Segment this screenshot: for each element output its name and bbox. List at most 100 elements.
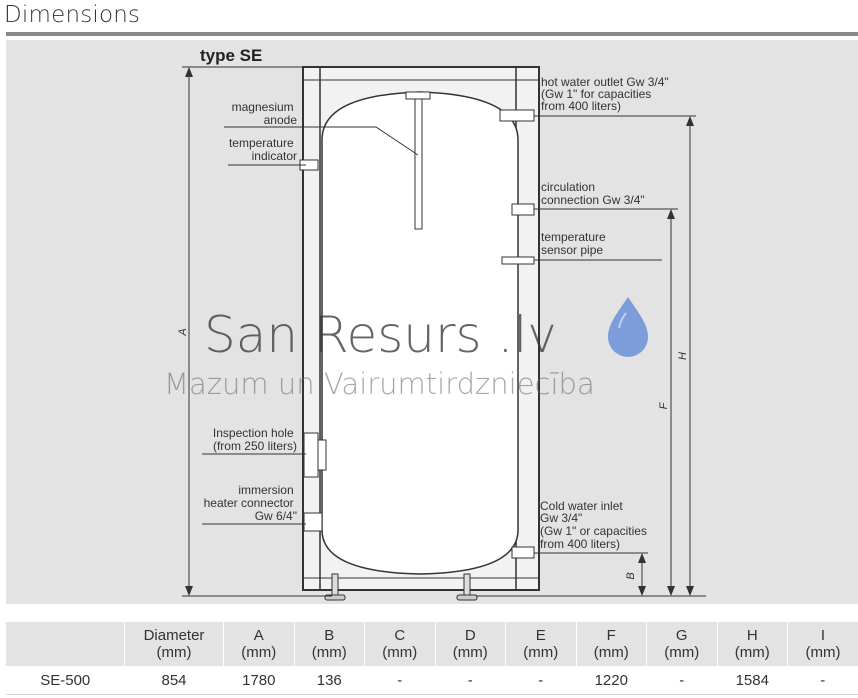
- cell-c: -: [364, 666, 435, 695]
- dimension-b-letter: B: [625, 572, 637, 579]
- header-c-name: C: [394, 627, 406, 644]
- header-g: G (mm): [646, 622, 718, 666]
- temperature-sensor-label-line1: temperature: [541, 230, 606, 244]
- dimension-b-arrow-bottom: [638, 586, 646, 596]
- temperature-sensor-pipe-shape: [501, 256, 535, 265]
- magnesium-anode-rod: [414, 98, 423, 230]
- dimension-b-arrow-top: [638, 553, 646, 563]
- header-i-unit: (mm): [805, 644, 841, 661]
- cold-water-inlet-label-line2: Gw 3/4": [540, 511, 582, 525]
- inspection-hole-flange: [303, 432, 319, 478]
- dimension-a-arrow-bottom: [185, 586, 193, 596]
- cold-water-inlet-label-line4: from 400 liters): [540, 537, 620, 551]
- temperature-indicator-label-line1: temperature: [229, 136, 294, 150]
- header-i: I (mm): [787, 622, 858, 666]
- hot-water-outlet-pipe: [499, 109, 535, 122]
- header-g-unit: (mm): [664, 644, 700, 661]
- hot-water-outlet-label-line2: (Gw 1" for capacities: [541, 87, 651, 101]
- cell-b: 136: [294, 666, 365, 695]
- circulation-connection-label-line2: connection Gw 3/4": [541, 193, 645, 207]
- cell-model: SE-500: [6, 666, 125, 695]
- dimension-f-arrow-top: [667, 209, 675, 219]
- header-model: [6, 622, 125, 666]
- inner-vessel: [321, 91, 519, 575]
- cell-e: -: [505, 666, 576, 695]
- header-diameter-unit: (mm): [156, 644, 192, 661]
- immersion-heater-socket: [303, 512, 323, 532]
- cell-d: -: [435, 666, 506, 695]
- header-h-name: H: [746, 627, 758, 644]
- header-a: A (mm): [223, 622, 295, 666]
- type-label: type SE: [200, 46, 262, 65]
- cold-water-inlet-label-line1: Cold water inlet: [540, 499, 623, 513]
- water-drop-icon: [608, 297, 648, 357]
- title-divider: [6, 32, 858, 36]
- tank-foot-right: [463, 573, 471, 597]
- hot-water-outlet-label-line3: from 400 liters): [541, 99, 621, 113]
- header-e: E (mm): [505, 622, 577, 666]
- watermark-tagline: Mazum un Vairumtirdzniecība: [164, 367, 595, 401]
- cold-water-inlet-pipe: [511, 546, 535, 559]
- inspection-hole-label-line2: (from 250 liters): [213, 439, 297, 453]
- temperature-sensor-label-line2: sensor pipe: [541, 243, 603, 257]
- temperature-sensor-label: temperature sensor pipe: [541, 230, 609, 257]
- cell-i: -: [787, 666, 858, 695]
- header-b-name: B: [324, 627, 335, 644]
- specs-header-row: Diameter (mm) A (mm) B (mm) C (mm) D (mm…: [6, 622, 858, 666]
- dimension-a-arrow-top: [185, 67, 193, 77]
- circulation-connection-label-line1: circulation: [541, 180, 595, 194]
- header-e-unit: (mm): [523, 644, 559, 661]
- anode-cap: [405, 91, 431, 100]
- table-row: SE-500 854 1780 136 - - - 1220 - 1584 -: [6, 666, 858, 695]
- hot-water-outlet-label-line1: hot water outlet Gw 3/4": [541, 75, 669, 89]
- header-g-name: G: [675, 627, 688, 644]
- header-d: D (mm): [435, 622, 506, 666]
- header-a-name: A: [253, 627, 264, 644]
- header-c-unit: (mm): [382, 644, 418, 661]
- hot-water-outlet-label: hot water outlet Gw 3/4" (Gw 1" for capa…: [541, 75, 672, 113]
- dimension-h-arrow-top: [686, 116, 694, 126]
- header-b: B (mm): [294, 622, 365, 666]
- header-b-unit: (mm): [311, 644, 347, 661]
- immersion-heater-label-line1: immersion: [238, 483, 293, 497]
- dimension-h-letter: H: [677, 352, 689, 360]
- tank-diagram-panel: type SE magnesium anode temperature indi…: [6, 40, 858, 604]
- tank-diagram: type SE magnesium anode temperature indi…: [164, 46, 706, 601]
- cold-water-inlet-label-line3: (Gw 1" or capacities: [540, 524, 647, 538]
- water-drop-highlight-icon: [618, 312, 627, 329]
- cell-a: 1780: [223, 666, 294, 695]
- cell-g: -: [646, 666, 717, 695]
- header-h: H (mm): [717, 622, 788, 666]
- dimension-a-letter: A: [177, 328, 189, 336]
- dimension-f-arrow-bottom: [667, 586, 675, 596]
- tank-foot-right-base: [456, 594, 478, 601]
- header-i-name: I: [820, 627, 826, 644]
- specs-table: Diameter (mm) A (mm) B (mm) C (mm) D (mm…: [6, 622, 858, 695]
- header-c: C (mm): [364, 622, 436, 666]
- magnesium-anode-label-line1: magnesium: [232, 100, 294, 114]
- cell-h: 1584: [717, 666, 788, 695]
- immersion-heater-label-line2: heater connector: [204, 496, 294, 510]
- magnesium-anode-label: magnesium anode: [232, 100, 298, 127]
- cell-diameter: 854: [124, 666, 224, 695]
- inspection-hole-label: Inspection hole (from 250 liters): [213, 426, 297, 453]
- inspection-hole-label-line1: Inspection hole: [213, 426, 294, 440]
- header-diameter: Diameter (mm): [124, 622, 224, 666]
- header-h-unit: (mm): [734, 644, 770, 661]
- immersion-heater-label-line3: Gw 6/4": [255, 509, 297, 523]
- magnesium-anode-label-line2: anode: [264, 113, 298, 127]
- temperature-indicator-label: temperature indicator: [229, 136, 297, 163]
- watermark-brand: San Resurs .lv: [204, 306, 557, 364]
- header-diameter-name: Diameter: [143, 627, 205, 644]
- circulation-connection-pipe: [511, 203, 535, 216]
- header-f-name: F: [606, 627, 616, 644]
- dimension-f-letter: F: [658, 401, 670, 409]
- immersion-heater-label: immersion heater connector Gw 6/4": [204, 483, 297, 523]
- inspection-hole-cover: [317, 439, 327, 471]
- header-a-unit: (mm): [241, 644, 277, 661]
- magnesium-anode-leader: [224, 126, 419, 156]
- header-e-name: E: [535, 627, 546, 644]
- dimension-h-arrow-bottom: [686, 586, 694, 596]
- page-title: Dimensions: [4, 2, 141, 28]
- header-d-unit: (mm): [452, 644, 488, 661]
